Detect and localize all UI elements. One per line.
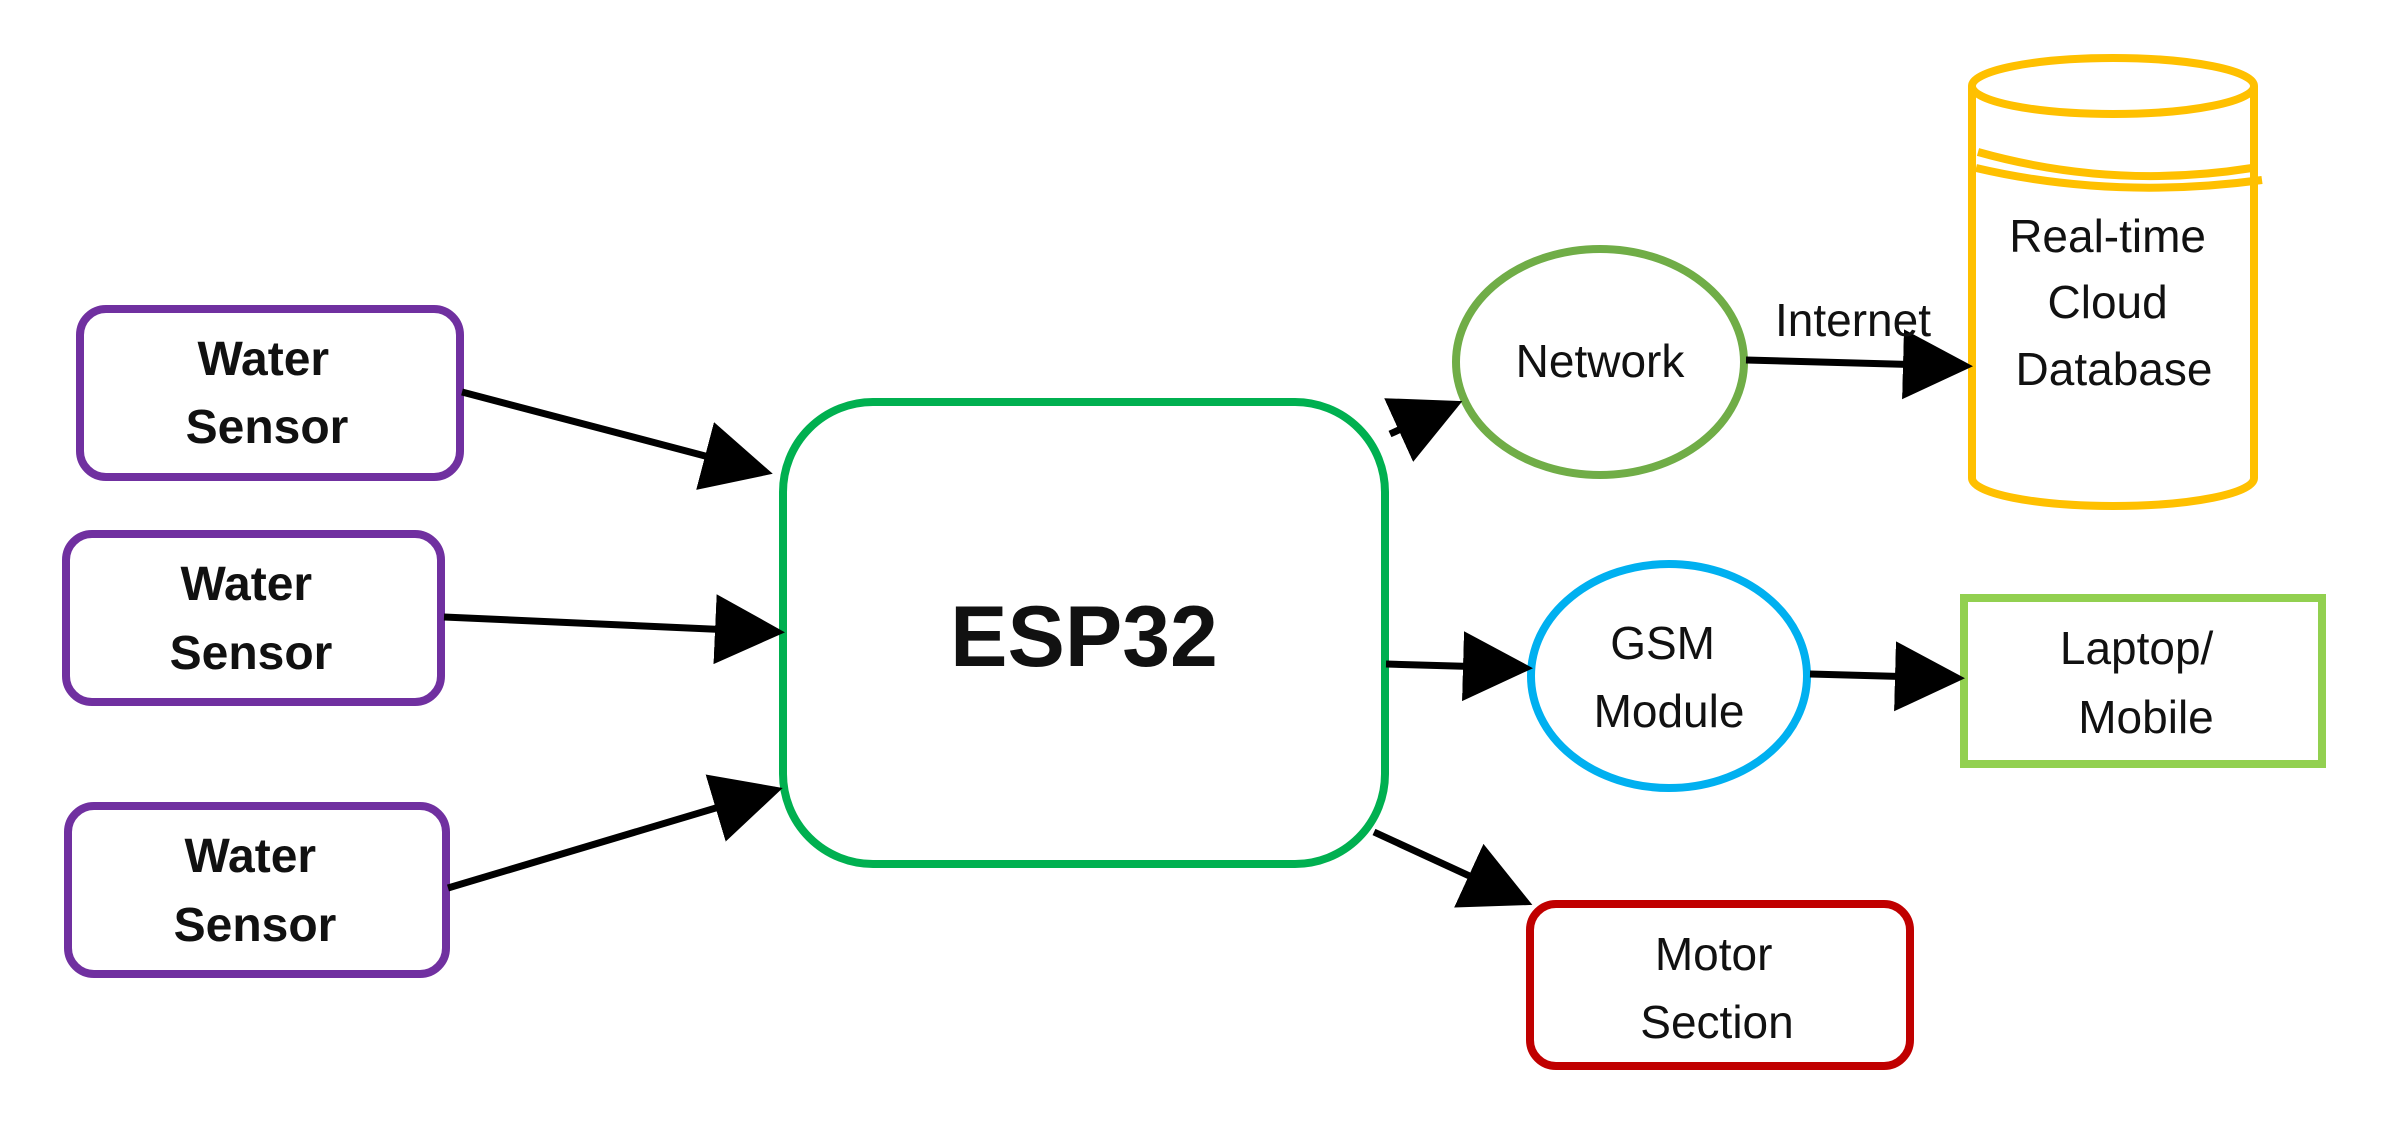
svg-text:Water Sensor: Water Sensor xyxy=(174,830,337,952)
database-cylinder-top xyxy=(1968,54,2258,118)
water-sensor-box-3 xyxy=(64,802,450,978)
connections xyxy=(443,329,1973,908)
arrow-esp32-to-network xyxy=(1384,398,1463,462)
water-sensor-box-2 xyxy=(62,530,445,706)
database-line3: Database xyxy=(2016,343,2213,395)
svg-text:Laptop/ Mobile: Laptop/ Mobile xyxy=(2060,622,2226,743)
water-sensor-1-line1: Water xyxy=(198,333,330,386)
database-line2: Cloud xyxy=(2048,276,2168,328)
database-band-2 xyxy=(1975,164,2263,192)
cloud-database-node: Real-time Cloud Database xyxy=(1968,54,2263,510)
laptop-mobile-node: Laptop/ Mobile xyxy=(1960,594,2326,768)
laptop-mobile-line1: Laptop/ xyxy=(2060,622,2214,674)
water-sensor-1-line2: Sensor xyxy=(186,401,349,454)
gsm-module-node: GSM Module xyxy=(1527,560,1811,792)
water-sensor-node-1: Water Sensor xyxy=(76,305,464,481)
water-sensor-2-line1: Water xyxy=(181,558,313,611)
gsm-module-line1: GSM xyxy=(1610,617,1715,669)
water-sensor-2-line2: Sensor xyxy=(170,627,333,680)
laptop-mobile-box xyxy=(1960,594,2326,768)
water-sensor-node-3: Water Sensor xyxy=(64,802,450,978)
arrow-gsm-to-laptop xyxy=(1809,641,1965,712)
arrow-sensor2-to-esp32 xyxy=(443,594,785,665)
network-label: Network xyxy=(1516,335,1686,387)
svg-text:Motor Section: Motor Section xyxy=(1640,928,1793,1048)
esp32-label: ESP32 xyxy=(950,589,1218,685)
motor-section-box xyxy=(1526,900,1914,1070)
arrow-esp32-to-gsm xyxy=(1385,631,1533,702)
network-node: Network xyxy=(1452,245,1748,479)
database-cylinder-body xyxy=(1968,86,2258,510)
database-band-1 xyxy=(1976,148,2253,181)
arrow-sensor3-to-esp32 xyxy=(446,774,783,892)
arrow-esp32-to-motor xyxy=(1372,828,1533,908)
arrow-network-to-database xyxy=(1745,329,1973,400)
network-circle xyxy=(1452,245,1748,479)
internet-edge-label: Internet xyxy=(1775,294,1931,346)
gsm-module-line2: Module xyxy=(1594,685,1745,737)
motor-section-line2: Section xyxy=(1640,996,1793,1048)
database-line1: Real-time xyxy=(2009,210,2206,262)
svg-text:GSM Module: GSM Module xyxy=(1594,617,1745,737)
esp32-node: ESP32 xyxy=(779,398,1389,868)
svg-text:Water Sensor: Water Sensor xyxy=(170,558,333,680)
gsm-module-circle xyxy=(1527,560,1811,792)
motor-section-line1: Motor xyxy=(1655,928,1773,980)
water-sensor-3-line1: Water xyxy=(185,830,317,883)
motor-section-node: Motor Section xyxy=(1526,900,1914,1070)
svg-text:Water Sensor: Water Sensor xyxy=(186,333,349,454)
water-sensor-box-1 xyxy=(76,305,464,481)
water-sensor-node-2: Water Sensor xyxy=(62,530,445,706)
water-sensor-3-line2: Sensor xyxy=(174,899,337,952)
arrow-sensor1-to-esp32 xyxy=(461,388,773,490)
laptop-mobile-line2: Mobile xyxy=(2078,691,2214,743)
svg-text:Real-time Cloud Da: Real-time Cloud Database xyxy=(2009,210,2219,395)
